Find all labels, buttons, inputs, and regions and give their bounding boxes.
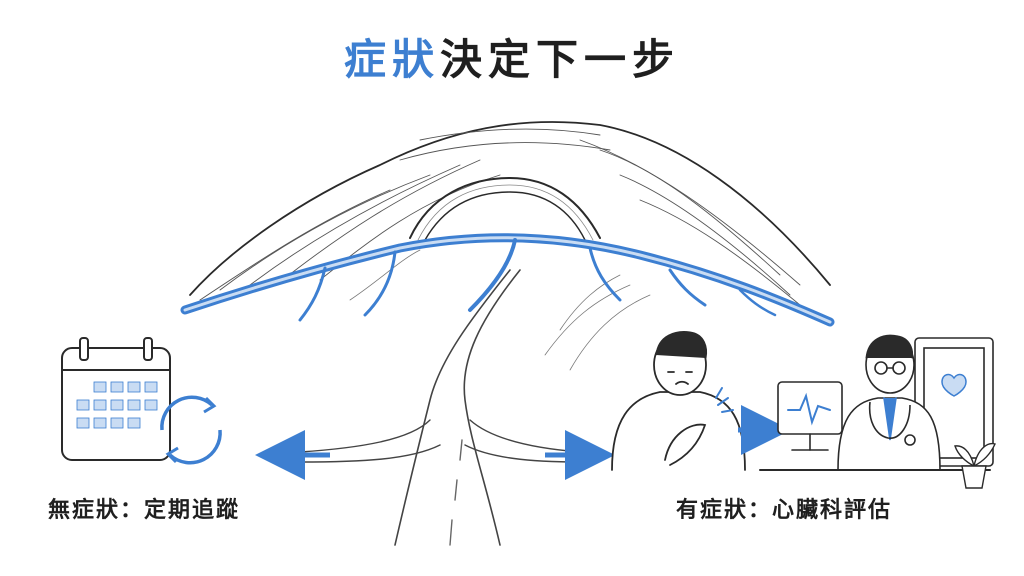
stethoscope-icon [868, 401, 916, 446]
caption-asymptomatic: 無症狀：定期追蹤 [48, 498, 241, 523]
decision-road [299, 269, 581, 546]
plant-decoration [954, 442, 996, 489]
refresh-cycle-icon [160, 395, 222, 465]
caption-symptomatic: 有症狀：心臟科評估 [676, 498, 893, 523]
page-title: 症狀決定下一步 [0, 26, 1024, 87]
title-rest: 決定下一步 [440, 35, 681, 84]
title-accent: 症狀 [343, 35, 440, 84]
heart-icon [941, 373, 967, 397]
patient-figure [611, 331, 746, 471]
coronary-artery [180, 233, 835, 327]
doctor-station [759, 334, 994, 471]
calendar-icon [61, 337, 171, 461]
muscle-arch [189, 121, 831, 371]
